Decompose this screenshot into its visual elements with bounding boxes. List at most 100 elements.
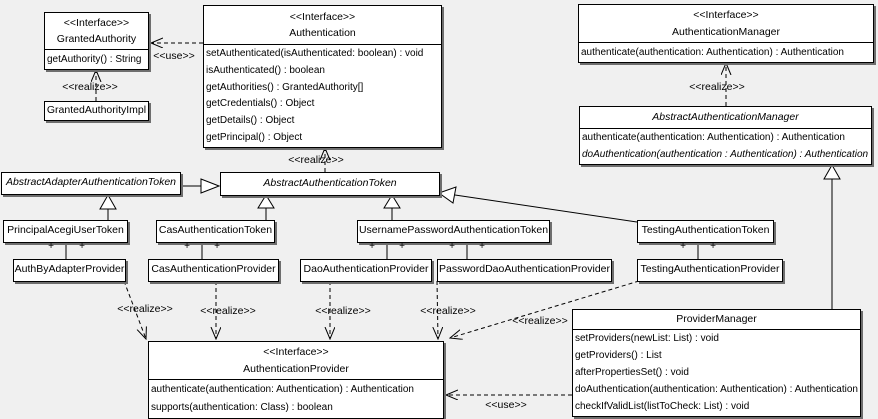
class-name: PasswordDaoAuthenticationProvider <box>438 263 610 276</box>
realize-label: <<realize>> <box>512 315 568 327</box>
class-name: Authentication <box>289 27 356 39</box>
realize-label: <<realize>> <box>288 154 344 166</box>
class-title: CasAuthenticationProvider <box>149 260 278 279</box>
method-row: getPrincipal() : Object <box>206 132 303 144</box>
class-granted-authority-impl[interactable]: GrantedAuthorityImpl <box>44 101 149 121</box>
realize-label: <<realize>> <box>689 81 745 93</box>
generalization-arrowhead <box>437 186 457 204</box>
class-title: AbstractAuthenticationManager <box>580 107 871 128</box>
realize-label: <<realize>> <box>117 303 173 315</box>
generalization-arrowhead <box>823 163 841 180</box>
realize-label: <<realize>> <box>420 305 476 317</box>
stereotype-label: <<Interface>> <box>63 16 130 29</box>
class-title: PrincipalAcegiUserToken <box>4 221 127 240</box>
method-row: setAuthenticated(isAuthenticated: boolea… <box>206 47 424 59</box>
class-auth-by-adapter-provider[interactable]: AuthByAdapterProvider <box>13 259 126 282</box>
class-dao-authentication-provider[interactable]: DaoAuthenticationProvider <box>300 259 432 282</box>
generalization-arrowhead <box>99 193 117 210</box>
class-name: PrincipalAcegiUserToken <box>7 224 124 237</box>
class-authentication-manager[interactable]: <<Interface>> AuthenticationManager authen… <box>578 4 874 63</box>
method-row: authenticate(authentication: Authenticat… <box>151 383 414 395</box>
class-authentication-provider[interactable]: <<Interface>> AuthenticationProvider authe… <box>148 341 444 419</box>
stereotype-label: <<Interface>> <box>693 9 759 22</box>
class-title: AuthByAdapterProvider <box>14 260 125 279</box>
class-name: AbstractAuthenticationToken <box>263 176 397 189</box>
realize-label: <<realize>> <box>315 305 371 317</box>
class-abstract-adapter-authentication-token[interactable]: AbstractAdapterAuthenticationToken <box>1 172 181 195</box>
class-abstract-authentication-manager[interactable]: AbstractAuthenticationManager authenticat… <box>579 106 872 165</box>
methods-compartment: authenticate(authentication: Authenticat… <box>579 42 873 61</box>
class-name: CasAuthenticationToken <box>158 224 273 237</box>
methods-compartment: authenticate(authentication: Authenticat… <box>580 128 871 163</box>
generalize-testingauthenticationtoken <box>454 194 638 223</box>
class-title: <<Interface>> AuthenticationManager <box>579 5 873 42</box>
multiplicity-plus: + <box>680 241 686 252</box>
use-label: <<use>> <box>485 399 527 411</box>
method-row: getDetails() : Object <box>206 115 295 127</box>
multiplicity-plus: + <box>449 241 455 252</box>
methods-compartment: getAuthority() : String <box>45 49 148 68</box>
generalization-arrowhead <box>383 194 401 209</box>
class-title: <<Interface>> Authentication <box>204 6 441 44</box>
generalization-arrowhead <box>257 194 275 209</box>
class-password-dao-authentication-provider[interactable]: PasswordDaoAuthenticationProvider <box>437 259 612 282</box>
method-row: doAuthentication(authentication : Authen… <box>582 149 869 160</box>
class-name: DaoAuthenticationProvider <box>303 263 429 276</box>
method-row: checkIfValidList(listToCheck: List) : vo… <box>575 401 750 412</box>
method-row: authenticate(authentication: Authenticat… <box>582 132 845 143</box>
class-cas-authentication-provider[interactable]: CasAuthenticationProvider <box>148 259 279 282</box>
class-title: TestingAuthenticationToken <box>638 221 773 240</box>
class-name: AuthenticationManager <box>672 25 780 38</box>
use-label: <<use>> <box>153 50 195 62</box>
class-title: ProviderManager <box>573 310 860 329</box>
method-row: supports(authentication: Class) : boolea… <box>151 402 333 414</box>
method-row: authenticate(authentication: Authenticat… <box>581 46 844 58</box>
class-testing-authentication-provider[interactable]: TestingAuthenticationProvider <box>637 259 783 282</box>
class-title: GrantedAuthorityImpl <box>45 102 148 118</box>
class-title: <<Interface>> AuthenticationProvider <box>149 342 443 379</box>
class-name: AuthenticationProvider <box>243 362 349 375</box>
class-title: PasswordDaoAuthenticationProvider <box>438 260 611 279</box>
class-principal-acegi-user-token[interactable]: PrincipalAcegiUserToken <box>3 220 128 243</box>
methods-compartment: setAuthenticated(isAuthenticated: boolea… <box>204 44 441 146</box>
multiplicity-plus: + <box>79 241 85 252</box>
class-title: AbstractAdapterAuthenticationToken <box>2 173 180 192</box>
class-title: DaoAuthenticationProvider <box>301 260 431 279</box>
class-authentication[interactable]: <<Interface>> Authentication setAuthentica… <box>203 5 442 148</box>
multiplicity-plus: + <box>48 241 54 252</box>
methods-compartment: setProviders(newList: List) : void getPro… <box>573 329 860 415</box>
class-name: GrantedAuthorityImpl <box>46 103 147 116</box>
method-row: getAuthority() : String <box>47 53 142 65</box>
realize-label: <<realize>> <box>200 305 256 317</box>
class-name: AbstractAuthenticationManager <box>652 111 799 124</box>
method-row: getProviders() : List <box>575 350 662 361</box>
multiplicity-plus: + <box>399 241 405 252</box>
multiplicity-plus: + <box>710 241 716 252</box>
realize-label: <<realize>> <box>62 81 118 93</box>
class-title: TestingAuthenticationProvider <box>638 260 782 279</box>
stereotype-label: <<Interface>> <box>263 346 329 359</box>
method-row: setProviders(newList: List) : void <box>575 333 719 344</box>
class-testing-authentication-token[interactable]: TestingAuthenticationToken <box>637 220 774 243</box>
class-name: TestingAuthenticationProvider <box>640 263 780 276</box>
multiplicity-plus: + <box>184 241 190 252</box>
method-row: afterPropertiesSet() : void <box>575 367 689 378</box>
class-name: AuthByAdapterProvider <box>14 263 125 276</box>
class-username-password-authentication-token[interactable]: UsernamePasswordAuthenticationToken <box>357 220 550 243</box>
class-cas-authentication-token[interactable]: CasAuthenticationToken <box>156 220 275 243</box>
method-row: getCredentials() : Object <box>206 98 315 110</box>
multiplicity-plus: + <box>479 241 485 252</box>
class-abstract-authentication-token[interactable]: AbstractAuthenticationToken <box>220 172 440 196</box>
methods-compartment: authenticate(authentication: Authenticat… <box>149 379 443 417</box>
multiplicity-plus: + <box>369 241 375 252</box>
class-title: AbstractAuthenticationToken <box>221 173 439 193</box>
method-row: isAuthenticated() : boolean <box>206 64 325 76</box>
stereotype-label: <<Interface>> <box>289 10 356 23</box>
method-row: getAuthorities() : GrantedAuthority[] <box>206 81 364 93</box>
class-name: UsernamePasswordAuthenticationToken <box>358 224 549 237</box>
class-title: UsernamePasswordAuthenticationToken <box>358 221 549 240</box>
generalization-arrowhead <box>200 178 221 194</box>
